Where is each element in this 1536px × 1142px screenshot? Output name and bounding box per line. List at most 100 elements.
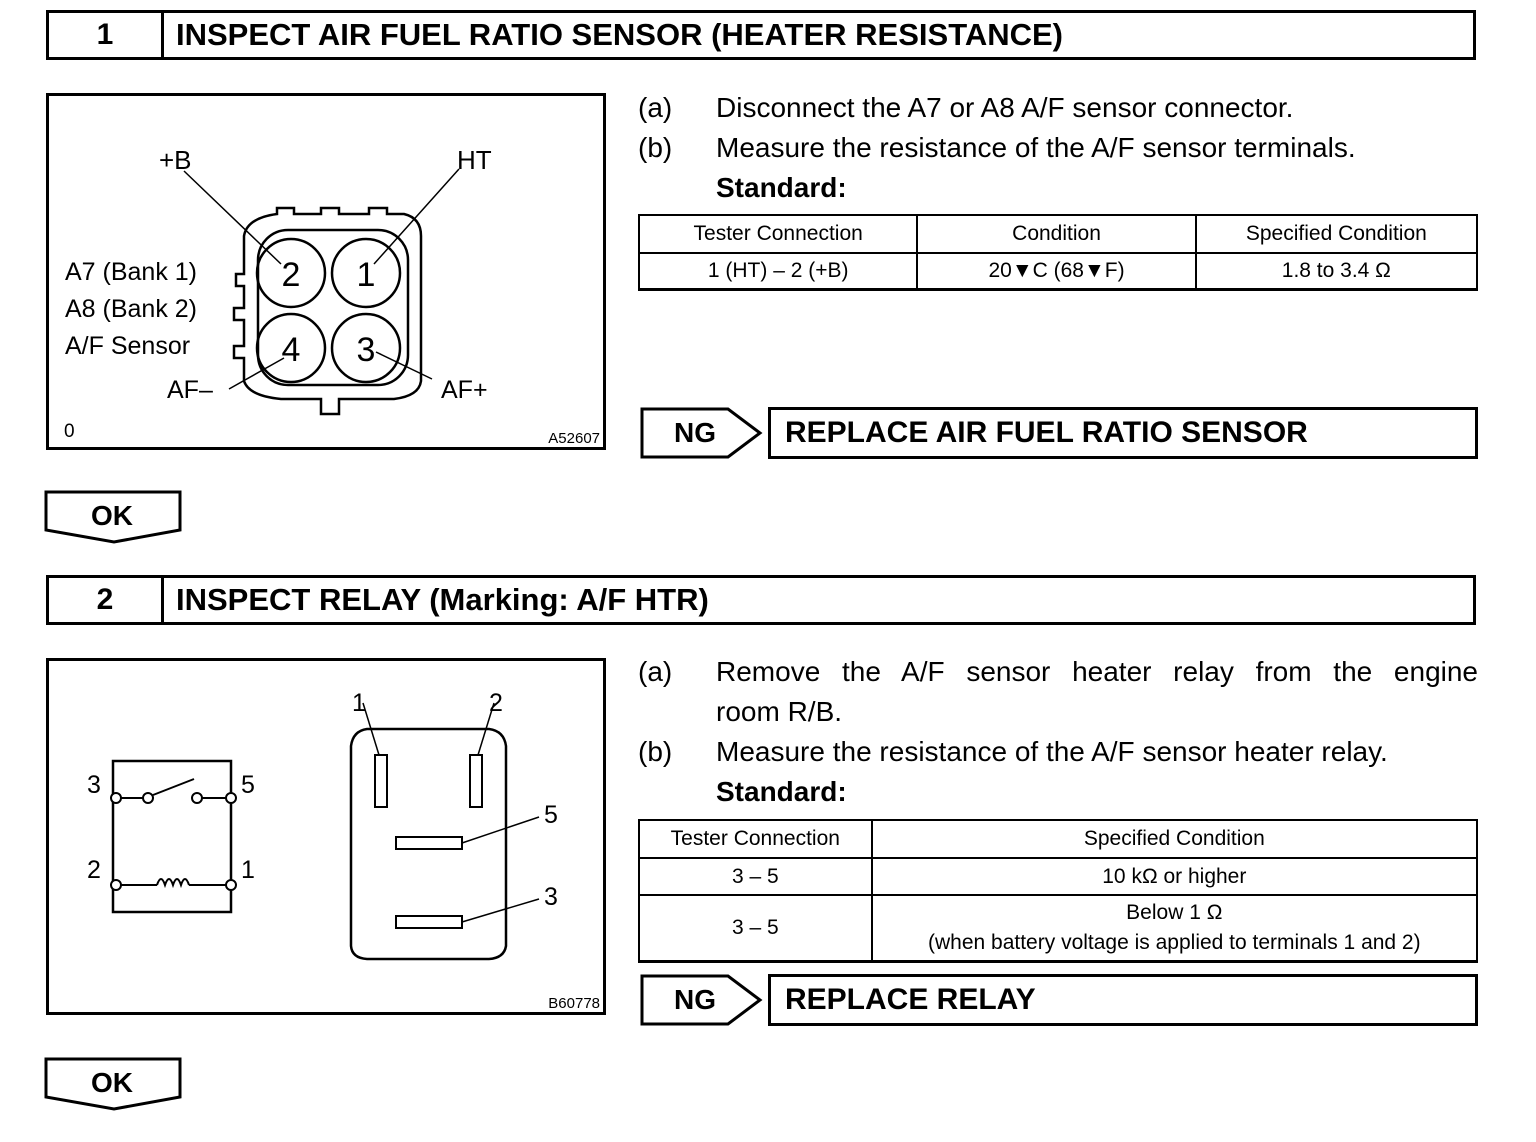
label-b: +B: [159, 145, 192, 175]
terminal-5-dot: [225, 792, 237, 804]
switch-blade: [152, 778, 195, 796]
figure-code: A52607: [548, 430, 600, 447]
leader-line-ht: [373, 168, 460, 265]
table-cell-line: Below 1 Ω: [1126, 900, 1223, 924]
table-cell: 20▼C (68▼F): [916, 252, 1197, 291]
relay-label-5: 5: [544, 801, 558, 829]
table-cell: 3 – 5: [638, 894, 873, 963]
pin-4-circle: [255, 312, 327, 384]
schematic-label-2: 2: [87, 856, 101, 884]
terminal-2-dot: [110, 879, 122, 891]
relay-body: [349, 727, 508, 961]
ng-action-box: REPLACE AIR FUEL RATIO SENSOR: [768, 407, 1478, 459]
step1-connector-figure: 2 1 4 3 +B HT A7 (Bank 1) A8 (Bank 2) A/…: [46, 93, 606, 450]
connector-diagram: 2 1 4 3 +B HT A7 (Bank 1) A8 (Bank 2) A/…: [64, 145, 600, 447]
connector-inner-outline: [256, 228, 410, 387]
table-cell-line: (when battery voltage is applied to term…: [928, 930, 1421, 954]
table-cell: 10 kΩ or higher: [870, 857, 1479, 896]
schematic-label-1: 1: [241, 856, 255, 884]
pin-3-label: 3: [357, 331, 376, 369]
instruction-letter: (b): [638, 132, 673, 163]
figure-code: B60778: [548, 995, 600, 1012]
relay-schematic-box: [111, 759, 233, 914]
step1-instructions: (a) Disconnect the A7 or A8 A/F sensor c…: [638, 88, 1478, 208]
instruction-letter: (a): [638, 656, 673, 687]
label-afplus: AF+: [441, 376, 488, 404]
label-ht: HT: [457, 145, 492, 175]
table-header-cell: Tester Connection: [638, 819, 873, 859]
ng-label: NG: [674, 417, 716, 448]
table-header-row: Tester Connection Specified Condition: [638, 819, 1479, 859]
table-header-cell: Condition: [916, 214, 1197, 254]
pin-1-label: 1: [357, 256, 376, 294]
ng-action-box: REPLACE RELAY: [768, 974, 1478, 1026]
relay-label-3: 3: [544, 883, 558, 911]
table-header-cell: Tester Connection: [637, 214, 919, 254]
step1-number: 1: [49, 13, 164, 57]
instruction-text: Disconnect the A7 or A8 A/F sensor conne…: [716, 92, 1294, 123]
pin-2-label: 2: [282, 256, 301, 294]
sensor-label-line2: A8 (Bank 2): [65, 295, 197, 323]
relay-pin-5: [395, 836, 463, 850]
sensor-label-line1: A7 (Bank 1): [65, 258, 197, 286]
step2-ng-row: NG REPLACE RELAY: [640, 974, 1478, 1026]
relay-diagram: 3 5 2 1 1 2 5 3 B60778: [87, 689, 600, 1012]
relay-pin-2: [469, 754, 483, 808]
table-cell: Below 1 Ω (when battery voltage is appli…: [870, 894, 1479, 963]
table-row: 3 – 5 10 kΩ or higher: [638, 857, 1479, 896]
instruction-text: Measure the resistance of the A/F sensor…: [716, 736, 1388, 767]
step2-instructions: (a) Remove the A/F sensor heater relay f…: [638, 652, 1478, 812]
pin-1-circle: [330, 237, 402, 309]
coil-icon: [156, 878, 190, 889]
table-cell: 3 – 5: [638, 857, 873, 896]
label-afminus: AF–: [167, 376, 213, 404]
sensor-label-line3: A/F Sensor: [65, 332, 190, 360]
step2-ok-flow: OK: [44, 1057, 184, 1113]
relay-pin-3: [395, 915, 463, 929]
relay-label-1: 1: [352, 689, 366, 717]
table-row: 3 – 5 Below 1 Ω (when battery voltage is…: [638, 894, 1479, 963]
table-header-row: Tester Connection Condition Specified Co…: [637, 214, 1479, 254]
step1-ng-row: NG REPLACE AIR FUEL RATIO SENSOR: [640, 407, 1478, 459]
instruction-text: room R/B.: [716, 696, 843, 727]
step2-number: 2: [49, 578, 164, 622]
instruction-letter: (b): [638, 736, 673, 767]
pin-4-label: 4: [282, 331, 301, 369]
ok-label: OK: [91, 1067, 133, 1098]
step1-spec-table: Tester Connection Condition Specified Co…: [637, 214, 1479, 291]
step2-instruction-a: (a) Remove the A/F sensor heater relay f…: [638, 652, 1478, 692]
leader-line-afminus: [228, 357, 285, 390]
terminal-1-dot: [225, 879, 237, 891]
pin-2-circle: [255, 237, 327, 309]
leader-line-afplus: [375, 351, 433, 380]
step1-ok-flow: OK: [44, 490, 184, 546]
switch-contact: [191, 792, 203, 804]
step2-instruction-b: (b) Measure the resistance of the A/F se…: [638, 732, 1478, 772]
step1-instruction-a: (a) Disconnect the A7 or A8 A/F sensor c…: [638, 88, 1478, 128]
schematic-label-5: 5: [241, 771, 255, 799]
step2-standard-label: Standard:: [716, 776, 847, 807]
ok-label: OK: [91, 500, 133, 531]
table-row: 1 (HT) – 2 (+B) 20▼C (68▼F) 1.8 to 3.4 Ω: [637, 252, 1479, 291]
relay-label-2: 2: [489, 689, 503, 717]
ng-label: NG: [674, 984, 716, 1015]
step2-instruction-a-cont: room R/B.: [638, 692, 1478, 732]
instruction-letter: (a): [638, 92, 673, 123]
step2-relay-figure: 3 5 2 1 1 2 5 3 B60778: [46, 658, 606, 1015]
step1-title: INSPECT AIR FUEL RATIO SENSOR (HEATER RE…: [176, 17, 1063, 52]
step1-header: 1 INSPECT AIR FUEL RATIO SENSOR (HEATER …: [46, 10, 1476, 60]
ng-arrow-shape: [640, 407, 763, 459]
leader-line-b: [183, 170, 282, 265]
step2-header: 2 INSPECT RELAY (Marking: A/F HTR): [46, 575, 1476, 625]
schematic-label-3: 3: [87, 771, 101, 799]
step1-instruction-b: (b) Measure the resistance of the A/F se…: [638, 128, 1478, 168]
switch-contact: [142, 792, 154, 804]
step2-title: INSPECT RELAY (Marking: A/F HTR): [176, 582, 709, 617]
instruction-text: Remove the A/F sensor heater relay from …: [716, 656, 1478, 687]
ng-arrow-shape: [640, 974, 763, 1026]
corner-mark: 0: [64, 421, 75, 442]
table-header-cell: Specified Condition: [870, 819, 1479, 859]
instruction-text: Measure the resistance of the A/F sensor…: [716, 132, 1356, 163]
table-cell: 1.8 to 3.4 Ω: [1194, 252, 1479, 291]
step1-standard-label: Standard:: [716, 172, 847, 203]
